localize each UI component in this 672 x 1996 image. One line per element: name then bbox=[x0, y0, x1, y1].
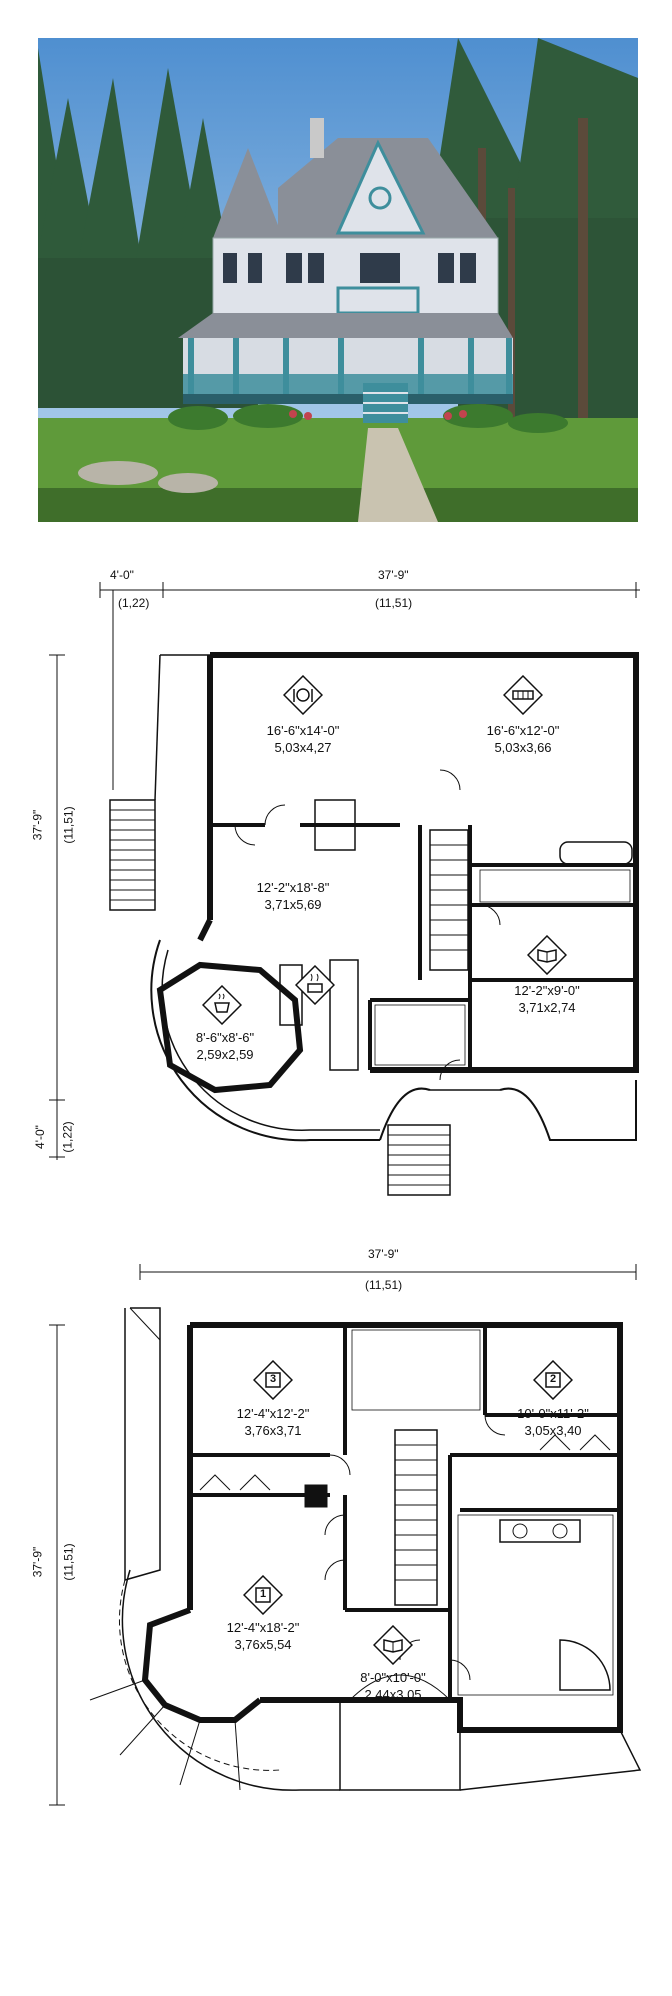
upper-floor-plan-svg bbox=[49, 1264, 642, 1806]
room-breakfast-size-metric: 2,59x2,59 bbox=[196, 1047, 254, 1062]
upper-bath-tile bbox=[351, 1329, 481, 1411]
flowers bbox=[289, 410, 467, 420]
bedroom-2-number: 2 bbox=[549, 1373, 557, 1385]
room-living-size: 16'-6"x12'-0" bbox=[486, 723, 560, 738]
cooking-pot-icon bbox=[294, 964, 336, 1010]
upper-dimension-width: 37'-9" bbox=[368, 1247, 399, 1261]
book-icon bbox=[372, 1624, 414, 1670]
corner-tub bbox=[559, 1639, 611, 1691]
house-rendering-svg bbox=[38, 38, 638, 522]
bathroom-tile bbox=[479, 869, 631, 903]
room-dining-size: 16'-6"x14'-0" bbox=[266, 723, 340, 738]
room-living-size-metric: 5,03x3,66 bbox=[494, 740, 552, 755]
shrubs bbox=[168, 404, 568, 433]
interior-walls bbox=[210, 823, 636, 1070]
bedroom-1-size-metric: 3,76x5,54 bbox=[234, 1637, 292, 1652]
dimension-overall-depth: 37'-9" bbox=[30, 809, 45, 841]
upper-floor-plan: 37'-9" (11,51) 37'-9" (11,51) 3 2 1 12'-… bbox=[0, 1230, 672, 1930]
roof-edge-left bbox=[124, 1307, 161, 1581]
kitchen-island bbox=[279, 964, 303, 1026]
room-dining-size-metric: 5,03x4,27 bbox=[274, 740, 332, 755]
study-size: 8'-0"x10'-0" bbox=[360, 1670, 426, 1685]
dining-icon bbox=[282, 674, 324, 720]
staircase-upper bbox=[394, 1429, 438, 1606]
main-floor-plan-svg bbox=[49, 582, 640, 1196]
dimension-overall-width-metric: (11,51) bbox=[375, 596, 413, 610]
bedroom-3-badge: 3 bbox=[252, 1359, 294, 1405]
chimney bbox=[304, 1484, 328, 1508]
study-size-metric: 2,44x3,05 bbox=[364, 1687, 422, 1702]
room-kitchen-size: 12'-2"x18'-8" bbox=[256, 880, 330, 895]
master-bath-tile bbox=[457, 1514, 614, 1696]
bedroom-3-size-metric: 3,76x3,71 bbox=[244, 1423, 302, 1438]
coffee-icon bbox=[201, 984, 243, 1030]
book-icon bbox=[526, 934, 568, 980]
dimension-overall-depth-metric: (11,51) bbox=[61, 806, 76, 844]
front-stairs bbox=[387, 1124, 451, 1196]
path bbox=[358, 428, 438, 522]
house bbox=[178, 118, 513, 423]
sofa-icon bbox=[502, 674, 544, 720]
upper-dimension-depth: 37'-9" bbox=[30, 1546, 45, 1578]
room-kitchen-size-metric: 3,71x5,69 bbox=[264, 897, 322, 912]
bedroom-3-number: 3 bbox=[269, 1373, 277, 1385]
bedroom-3-size: 12'-4"x12'-2" bbox=[236, 1406, 310, 1421]
dimension-porch-depth: 4'-0" bbox=[32, 1125, 47, 1149]
bedroom-1-number: 1 bbox=[259, 1588, 267, 1600]
double-vanity bbox=[499, 1519, 581, 1543]
room-breakfast-size: 8'-6"x8'-6" bbox=[195, 1030, 255, 1045]
bedroom-1-size: 12'-4"x18'-2" bbox=[226, 1620, 300, 1635]
upper-dimension-width-metric: (11,51) bbox=[365, 1278, 403, 1292]
kitchen-counter bbox=[329, 959, 359, 1071]
dining-table bbox=[314, 799, 356, 851]
dimension-overall-width: 37'-9" bbox=[378, 568, 409, 582]
turret bbox=[156, 961, 304, 1094]
main-floor-plan: 4'-0" (1,22) 37'-9" (11,51) 37'-9" (11,5… bbox=[0, 560, 672, 1200]
dimension-porch-depth-metric: (1,22) bbox=[60, 1121, 75, 1153]
laundry-tile bbox=[374, 1004, 466, 1066]
interior-stairs bbox=[429, 829, 469, 971]
house-rendering bbox=[38, 38, 638, 522]
porch-outer-1 bbox=[150, 939, 380, 1142]
bathtub bbox=[559, 841, 633, 865]
room-den-size-metric: 3,71x2,74 bbox=[518, 1000, 576, 1015]
front-bay-roof bbox=[339, 1700, 461, 1791]
side-stairs bbox=[109, 799, 156, 911]
bedroom-2-size: 10'-0"x11'-2" bbox=[517, 1406, 589, 1421]
bedroom-2-size-metric: 3,05x3,40 bbox=[524, 1423, 582, 1438]
bedroom-2-badge: 2 bbox=[532, 1359, 574, 1405]
rocks bbox=[78, 461, 218, 493]
room-den-size: 12'-2"x9'-0" bbox=[514, 983, 580, 998]
bedroom-1-badge: 1 bbox=[242, 1574, 284, 1620]
dimension-porch-width-metric: (1,22) bbox=[118, 596, 150, 610]
exterior-walls bbox=[197, 652, 639, 1073]
turret-roof-outer bbox=[121, 1569, 301, 1791]
upper-dimension-depth-metric: (11,51) bbox=[61, 1543, 76, 1581]
dimension-porch-width: 4'-0" bbox=[110, 568, 134, 582]
